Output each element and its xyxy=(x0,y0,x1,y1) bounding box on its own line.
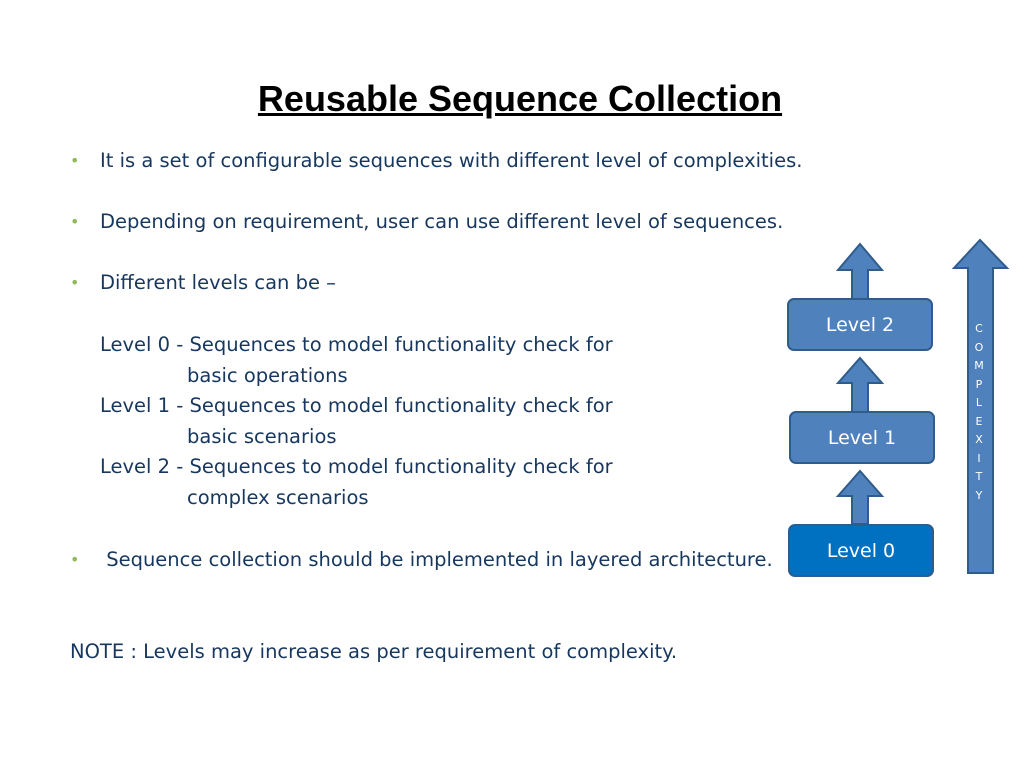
complexity-letter: X xyxy=(975,433,983,446)
level-0-desc-line2: basic operations xyxy=(187,364,348,387)
complexity-letter: O xyxy=(974,340,984,354)
bullet-3-text: Different levels can be – xyxy=(100,271,336,294)
note-text: NOTE : Levels may increase as per requir… xyxy=(70,640,678,663)
complexity-letter: L xyxy=(975,396,983,409)
bullet-dot: • xyxy=(70,151,80,170)
complexity-letter: P xyxy=(975,377,983,391)
bullet-dot: • xyxy=(70,273,80,292)
bullet-2-text: Depending on requirement, user can use d… xyxy=(100,210,784,233)
level-1-desc-line2: basic scenarios xyxy=(187,425,337,448)
level-0-desc-line1: Level 0 - Sequences to model functionali… xyxy=(100,333,613,356)
slide-title: Reusable Sequence Collection xyxy=(257,78,783,119)
complexity-letter: M xyxy=(974,359,984,372)
level-0-box: Level 0 xyxy=(788,524,934,577)
level-1-box: Level 1 xyxy=(789,411,935,464)
bullet-dot: • xyxy=(70,212,80,231)
arrow-level-0-to-1 xyxy=(835,469,885,525)
level-2-desc-line1: Level 2 - Sequences to model functionali… xyxy=(100,455,613,478)
bullet-1-text: It is a set of configurable sequences wi… xyxy=(100,149,803,172)
arrow-level-1-to-2 xyxy=(835,356,885,413)
bullet-dot: • xyxy=(70,550,80,569)
level-2-box: Level 2 xyxy=(787,298,933,351)
arrow-above-level-2 xyxy=(835,242,885,301)
bullet-4-text: Sequence collection should be implemente… xyxy=(100,548,773,571)
complexity-letter: E xyxy=(975,414,983,428)
complexity-letter: Y xyxy=(975,488,983,502)
complexity-letter: C xyxy=(975,322,983,335)
complexity-letter: T xyxy=(975,470,983,483)
complexity-arrow xyxy=(951,238,1010,574)
complexity-letter: I xyxy=(977,451,981,465)
level-2-desc-line2: complex scenarios xyxy=(187,486,369,509)
level-1-desc-line1: Level 1 - Sequences to model functionali… xyxy=(100,394,613,417)
